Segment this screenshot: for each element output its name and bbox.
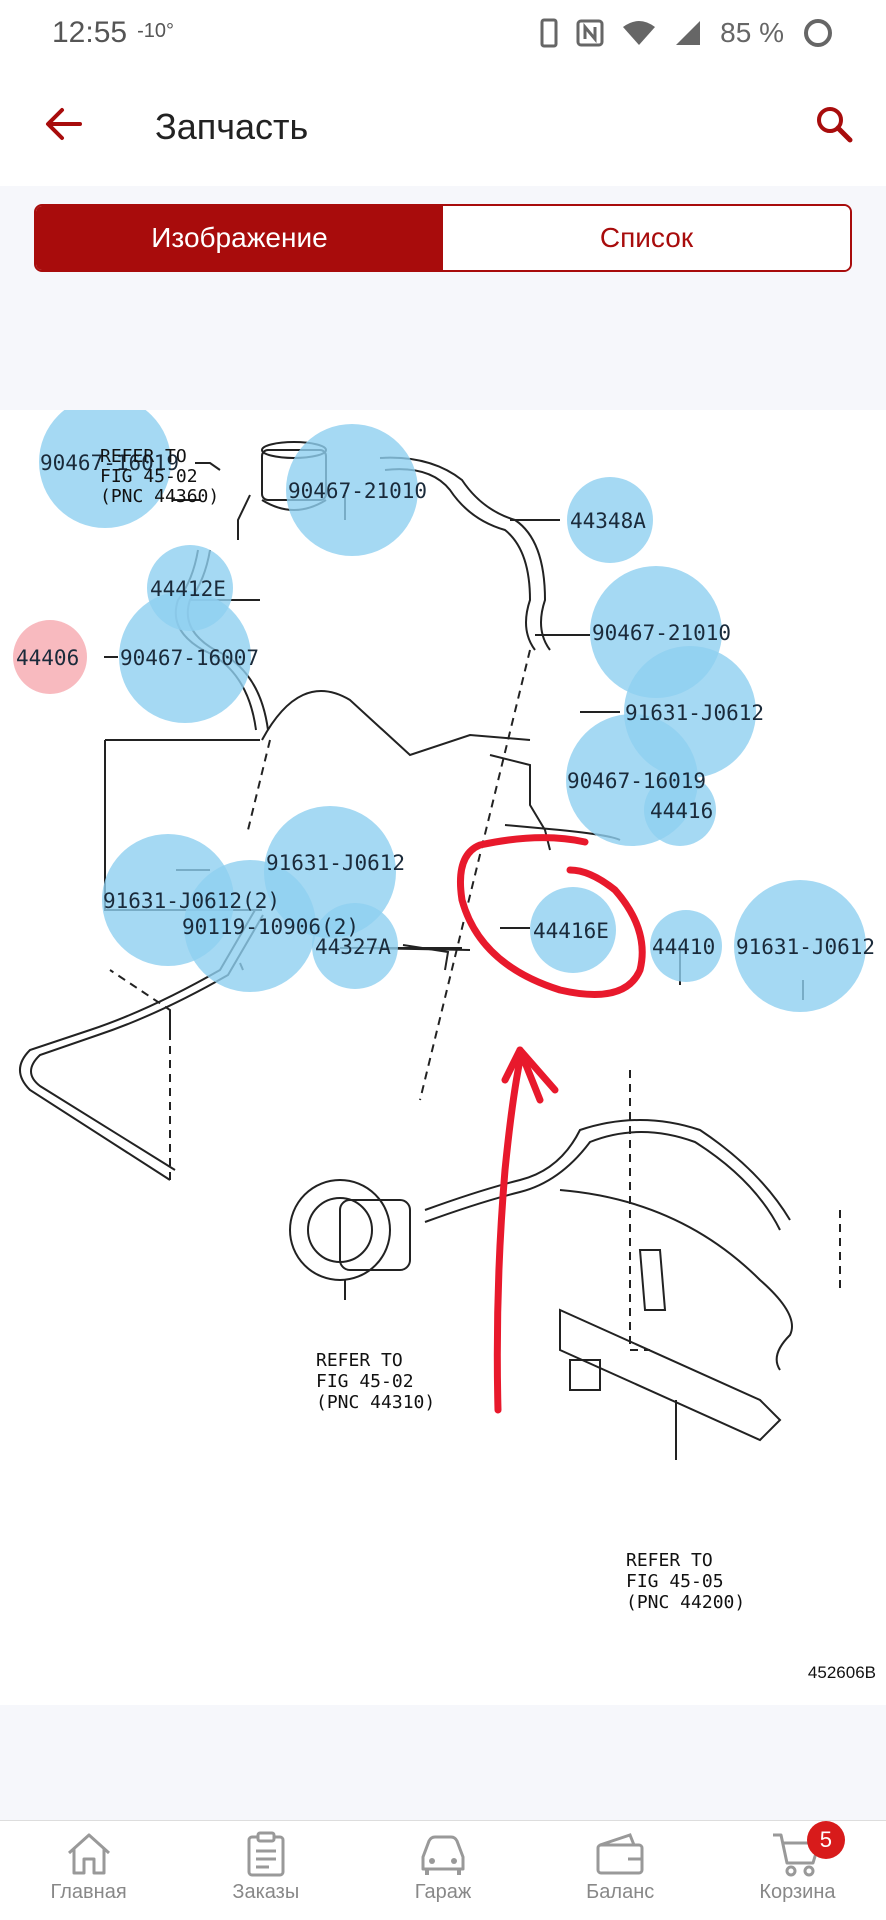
nav-garage[interactable]: Гараж xyxy=(354,1821,531,1920)
callout-label: 44406 xyxy=(16,646,79,670)
hotspot-44410[interactable] xyxy=(650,910,722,982)
hotspot-44416E[interactable] xyxy=(530,887,616,973)
hotspot-90467-21010-a[interactable] xyxy=(286,424,418,556)
ref-note-line: REFER TO xyxy=(100,446,187,467)
callout-label: 91631-J0612 xyxy=(625,701,764,725)
hotspot-90119-10906-2[interactable] xyxy=(184,860,316,992)
status-icons: 85 % xyxy=(540,17,834,49)
callout-label: 90467-21010 xyxy=(288,479,427,503)
ref-note-line: (PNC 44200) xyxy=(626,1592,745,1613)
battery-percent: 85 % xyxy=(720,17,784,48)
callout-label: 44416E xyxy=(533,919,609,943)
callout-label: 90467-16019 xyxy=(567,769,706,793)
status-bar: 12:55 -10° 85 % xyxy=(0,0,886,66)
callout-label: 91631-J0612 xyxy=(736,935,875,959)
callout-labels: 90467-16019 90467-21010 44348A 44412E 90… xyxy=(16,451,875,959)
status-time: 12:55 xyxy=(52,16,128,49)
nav-orders[interactable]: Заказы xyxy=(177,1821,354,1920)
page-title: Запчасть xyxy=(155,106,309,147)
parts-diagram-svg: 90467-16019 90467-21010 44348A 44412E 90… xyxy=(13,410,875,1613)
callout-label: 90467-16019 xyxy=(40,451,179,475)
nav-orders-label: Заказы xyxy=(232,1881,300,1903)
ref-note-line: REFER TO xyxy=(316,1350,403,1371)
nav-balance[interactable]: Баланс xyxy=(532,1821,709,1920)
content-bottom-spacer xyxy=(0,1705,886,1820)
ref-note-line: (PNC 44360) xyxy=(100,486,219,507)
nav-cart[interactable]: 5 Корзина xyxy=(709,1821,886,1920)
nfc-icon xyxy=(576,19,604,47)
tab-image[interactable]: Изображение xyxy=(36,206,443,270)
callout-label: 90467-21010 xyxy=(592,621,731,645)
back-button[interactable] xyxy=(36,96,92,152)
battery-ring-icon xyxy=(804,19,832,47)
home-icon xyxy=(67,1833,110,1875)
callout-label: 44410 xyxy=(652,935,715,959)
hotspot-44416[interactable] xyxy=(644,774,716,846)
tab-list[interactable]: Список xyxy=(443,206,850,270)
clipboard-icon xyxy=(247,1831,285,1877)
nav-balance-label: Баланс xyxy=(586,1881,655,1903)
hotspot-90467-16007[interactable] xyxy=(119,591,251,723)
phone-icon xyxy=(540,18,558,48)
view-switcher: Изображение Список xyxy=(34,204,852,272)
callout-label: 90119-10906(2) xyxy=(182,915,359,939)
hotspot-44348A[interactable] xyxy=(567,477,653,563)
hotspot-91631-J0612-c[interactable] xyxy=(734,880,866,1012)
diagram-line-art xyxy=(19,441,841,1460)
search-button[interactable] xyxy=(806,96,862,152)
nav-home[interactable]: Главная xyxy=(0,1821,177,1920)
parts-diagram: 90467-16019 90467-21010 44348A 44412E 90… xyxy=(0,410,886,1705)
ref-note-line: REFER TO xyxy=(626,1550,713,1571)
status-temperature: -10° xyxy=(137,19,174,42)
annotation-red-marker xyxy=(456,834,646,1414)
search-icon xyxy=(817,107,853,143)
callout-label: 90467-16007 xyxy=(120,646,259,670)
callout-label: 91631-J0612(2) xyxy=(103,889,280,913)
app-bar: Запчасть xyxy=(0,66,886,186)
signal-icon xyxy=(676,21,701,45)
callout-label: 91631-J0612 xyxy=(266,851,405,875)
callout-label: 44327A xyxy=(315,935,391,959)
wifi-icon xyxy=(623,21,656,45)
cart-badge: 5 xyxy=(806,1821,845,1859)
car-icon xyxy=(421,1835,465,1875)
nav-garage-label: Гараж xyxy=(414,1881,472,1903)
callout-label: 44416 xyxy=(650,799,713,823)
ref-note-line: FIG 45-02 xyxy=(316,1371,414,1392)
hotspot-90467-16019-a[interactable] xyxy=(39,410,171,528)
hotspot-44406[interactable] xyxy=(13,620,87,694)
callout-label: 44412E xyxy=(150,577,226,601)
view-switcher-area: Изображение Список xyxy=(0,186,886,410)
ref-note-line: (PNC 44310) xyxy=(316,1392,435,1413)
ref-note-line: FIG 45-02 xyxy=(100,466,198,487)
callout-hotspots xyxy=(13,410,866,1012)
figure-id: 452606B xyxy=(807,1663,876,1682)
reference-notes: REFER TO FIG 45-02 (PNC 44360) REFER TO … xyxy=(100,446,745,1613)
bottom-nav: Главная Заказы Гараж Баланс 5 Ко xyxy=(0,1820,886,1920)
nav-cart-label: Корзина xyxy=(759,1881,836,1903)
ref-note-line: FIG 45-05 xyxy=(626,1571,724,1592)
nav-home-label: Главная xyxy=(50,1881,127,1903)
callout-label: 44348A xyxy=(570,509,646,533)
hotspot-44327A[interactable] xyxy=(312,903,398,989)
arrow-left-icon xyxy=(46,108,82,140)
wallet-icon xyxy=(596,1833,644,1875)
